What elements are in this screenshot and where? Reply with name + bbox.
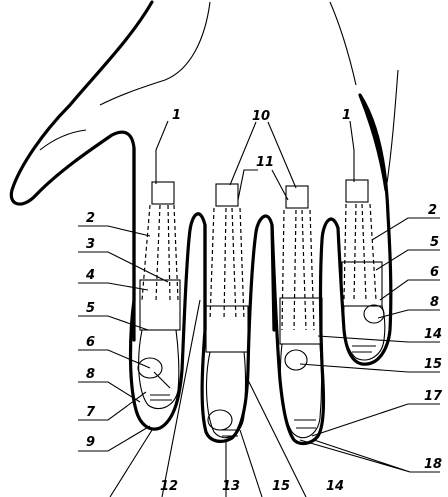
label-14-bottom: 14: [326, 479, 344, 494]
puppet-4: [342, 180, 385, 360]
label-18: 18: [424, 457, 442, 472]
label-1-left: 1: [172, 108, 181, 123]
label-13: 13: [222, 479, 240, 494]
label-6-right: 6: [430, 265, 439, 280]
finger-4-outline: [338, 95, 391, 364]
label-5-right: 5: [430, 235, 439, 250]
label-8-left: 8: [86, 367, 95, 382]
label-2-right: 2: [428, 203, 437, 218]
label-10: 10: [252, 109, 270, 124]
label-1-right: 1: [342, 108, 351, 123]
label-5-left: 5: [86, 301, 95, 316]
label-7: 7: [86, 405, 96, 420]
label-9: 9: [86, 435, 95, 450]
label-6-left: 6: [86, 335, 95, 350]
puppet-1: [138, 182, 180, 409]
label-3: 3: [86, 237, 95, 252]
label-15-bottom: 15: [272, 479, 290, 494]
puppet-3: [280, 186, 322, 438]
label-15-right: 15: [424, 357, 442, 372]
finger-3-outline: [272, 219, 338, 443]
label-8-right: 8: [430, 295, 439, 310]
thumb-outline: [11, 2, 152, 340]
hand-outline: [11, 2, 398, 443]
label-11: 11: [256, 155, 274, 170]
finger-2-outline: [202, 216, 274, 441]
label-17: 17: [424, 389, 443, 404]
label-12: 12: [160, 479, 178, 494]
label-2-left: 2: [86, 211, 95, 226]
label-4: 4: [85, 268, 95, 283]
puppet-2: [206, 184, 248, 438]
label-14-right: 14: [424, 327, 442, 342]
